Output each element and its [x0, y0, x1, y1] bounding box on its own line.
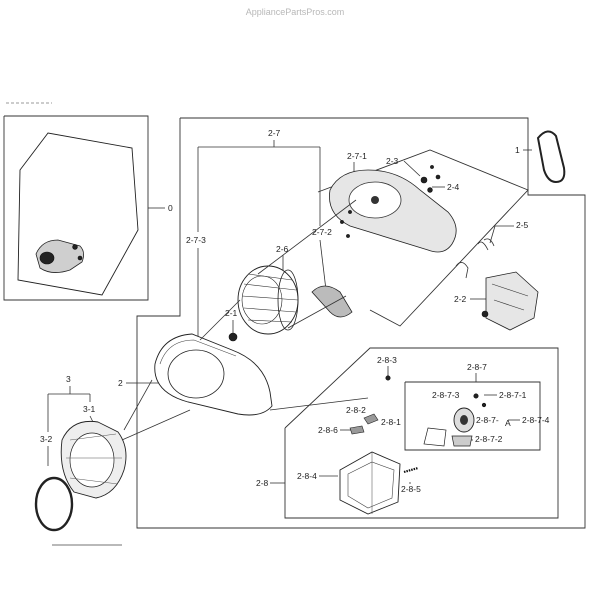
label-2-8-2: 2-8-2 [346, 405, 366, 415]
label-2-1: 2-1 [225, 308, 238, 318]
label-2-6: 2-6 [276, 244, 289, 254]
seal-part [311, 285, 353, 318]
duct-assembly-box: 2-7 2-7-3 2-7-1 2-7-2 2-6 2-1 2 2-3 2-4 … [118, 117, 586, 529]
label-2-8-6: 2-8-6 [318, 425, 338, 435]
label-2: 2 [118, 378, 123, 388]
label-2-8-7-3: 2-8-7-3 [432, 390, 460, 400]
label-2-3: 2-3 [386, 156, 399, 166]
outer-duct-part [154, 333, 273, 416]
label-2-7-3: 2-7-3 [186, 235, 206, 245]
label-2-8-7-2: 2-8-7-2 [475, 434, 503, 444]
label-2-4: 2-4 [447, 182, 460, 192]
label-2-8-3: 2-8-3 [377, 355, 397, 365]
label-2-8-7: 2-8-7 [467, 362, 487, 372]
motor-housing-part [481, 271, 539, 331]
leader-lines [121, 199, 369, 441]
label-2-8-7-1: 2-8-7-1 [499, 390, 527, 400]
label-3: 3 [66, 374, 71, 384]
label-2-7: 2-7 [268, 128, 281, 138]
blower-assembly-thumb [35, 239, 84, 273]
label-2-5: 2-5 [516, 220, 529, 230]
bracket-clips-part [455, 238, 495, 279]
label-2-8-1: 2-8-1 [381, 417, 401, 427]
label-2-7-1: 2-7-1 [347, 151, 367, 161]
duct-cover-frame [317, 149, 529, 327]
assembly-overview-box: 0 [3, 115, 173, 301]
motor-assembly-box: 2-8 2-8-7 2-8-3 2-8-7-3 2-8-7-1 2-8-7- A… [256, 347, 559, 519]
label-2-8-5: 2-8-5 [401, 484, 421, 494]
front-seal-group: 3 3-1 3-2 [34, 374, 127, 532]
blower-thumb-hub [39, 251, 55, 265]
bearing-part [228, 332, 238, 342]
dryer-cabinet-sketch [17, 132, 139, 296]
label-1: 1 [515, 145, 520, 155]
label-2-8-7-a2: A [505, 418, 511, 428]
drive-belt-part: 1 [515, 130, 566, 184]
duct-cover-part [329, 169, 457, 253]
label-2-8: 2-8 [256, 478, 269, 488]
blower-fan-part [237, 265, 299, 335]
motor-parts [339, 375, 487, 515]
watermark: AppliancePartsPros.com [246, 7, 345, 17]
label-2-8-7-a: 2-8-7- [476, 415, 499, 425]
label-2-7-2: 2-7-2 [312, 227, 332, 237]
label-3-1: 3-1 [83, 404, 96, 414]
label-2-8-4: 2-8-4 [297, 471, 317, 481]
label-0: 0 [168, 203, 173, 213]
label-2-8-7-4: 2-8-7-4 [522, 415, 550, 425]
label-3-2: 3-2 [40, 434, 53, 444]
screw-cluster-part [420, 165, 441, 193]
label-2-2: 2-2 [454, 294, 467, 304]
